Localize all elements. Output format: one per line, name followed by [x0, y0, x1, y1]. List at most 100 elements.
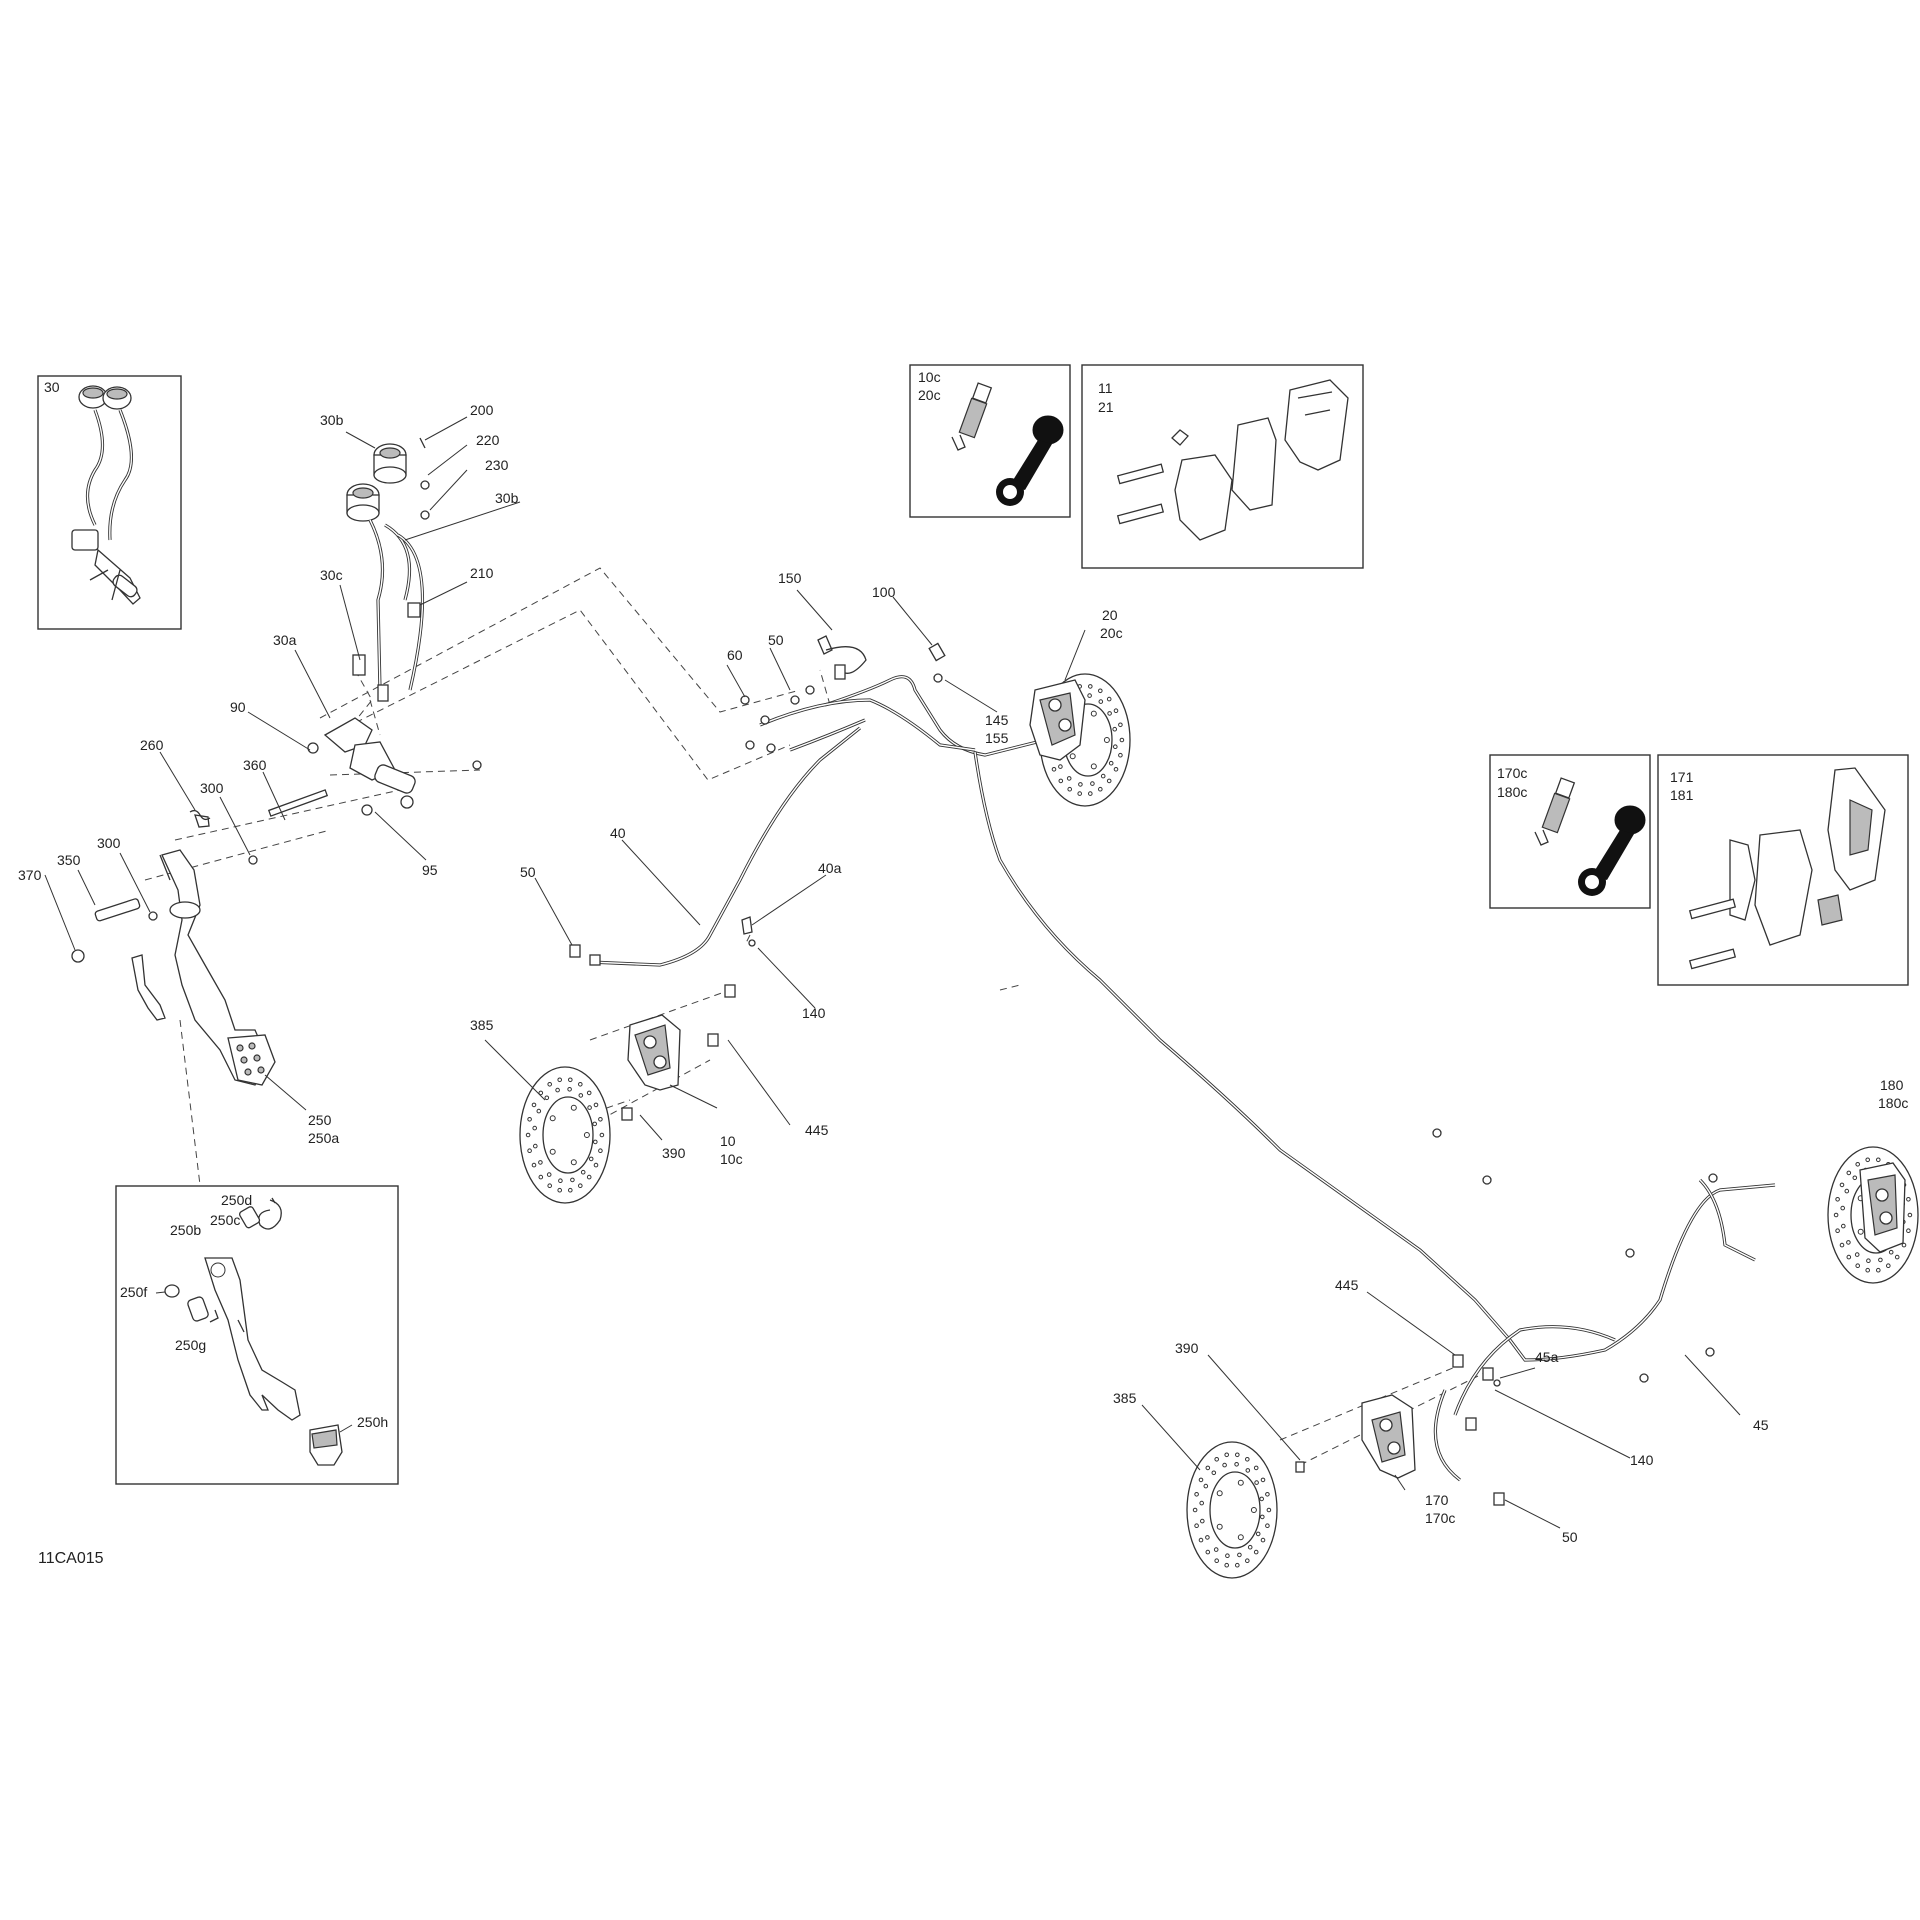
- clip-icon: [748, 939, 756, 947]
- disc-hole: [1077, 791, 1082, 796]
- disc-hole: [1051, 767, 1057, 772]
- disc-hole: [1265, 1492, 1270, 1497]
- callout-11: 11: [1098, 380, 1113, 396]
- disc-hole: [1088, 684, 1093, 689]
- disc-hole: [1235, 1452, 1240, 1458]
- disc-mount-hole: [1090, 710, 1097, 717]
- pivot-bolt-icon: [267, 789, 329, 817]
- disc-hole: [547, 1183, 553, 1188]
- disc-hole: [1200, 1518, 1205, 1524]
- disc-hole: [580, 1169, 586, 1175]
- brake-lines: [589, 675, 1776, 1482]
- return-spring-icon: [258, 1199, 282, 1230]
- disc-hole: [1854, 1252, 1860, 1257]
- washer-icon: [148, 911, 158, 921]
- disc-hole: [1098, 699, 1104, 704]
- callout-50: 50: [520, 864, 536, 880]
- callout-50: 50: [1562, 1529, 1578, 1545]
- brake-caliper-icon: [1361, 1394, 1416, 1479]
- disc-hole: [1839, 1242, 1845, 1248]
- banjo-bolt-icon: [928, 642, 946, 662]
- disc-hole: [598, 1117, 603, 1122]
- disc-hole: [1113, 708, 1119, 714]
- callout-385: 385: [470, 1017, 494, 1033]
- callout-250f: 250f: [120, 1284, 147, 1300]
- disc-mount-hole: [570, 1104, 577, 1111]
- disc-hole: [1199, 1500, 1204, 1506]
- callout-200: 200: [470, 402, 494, 418]
- disc-hole: [538, 1090, 544, 1096]
- callout-170: 170: [1425, 1492, 1449, 1508]
- clip-icon: [1432, 1128, 1442, 1138]
- disc-hole: [1198, 1537, 1204, 1543]
- spring-icon: [194, 814, 210, 828]
- disc-hole: [544, 1095, 550, 1101]
- disc-hole: [538, 1174, 544, 1180]
- disc-hole: [1088, 791, 1093, 796]
- disc-hole: [1214, 1558, 1219, 1563]
- disc-hole: [538, 1160, 543, 1165]
- callout-90: 90: [230, 699, 246, 715]
- callout-390: 390: [662, 1145, 686, 1161]
- disc-hole: [1118, 722, 1123, 728]
- callout-140: 140: [1630, 1452, 1654, 1468]
- brake-line-icon: [741, 916, 753, 935]
- inset-bleeder-rear: 170c 180c: [1489, 754, 1651, 909]
- disc-hole: [531, 1102, 537, 1108]
- callout-30a: 30a: [273, 632, 297, 648]
- brake-caliper-icon: [627, 1014, 681, 1091]
- callout-300: 300: [200, 780, 224, 796]
- disc-mount-hole: [583, 1132, 590, 1138]
- disc-hole: [1835, 1197, 1840, 1202]
- disc-hole: [567, 1087, 572, 1092]
- disc-hole: [1224, 1562, 1229, 1568]
- disc-hole: [1203, 1483, 1209, 1489]
- callout-45: 45: [1753, 1417, 1769, 1433]
- disc-hole: [1090, 781, 1095, 786]
- disc-hole: [1100, 773, 1106, 779]
- disc-hole: [1886, 1263, 1891, 1268]
- disc-hole: [1247, 1544, 1253, 1550]
- disc-hole: [1835, 1228, 1840, 1233]
- disc-mount-hole: [549, 1148, 556, 1155]
- callout-170c: 170c: [1497, 765, 1527, 781]
- callout-220: 220: [476, 432, 500, 448]
- disc-hole: [1058, 764, 1063, 769]
- diagram-code: 11CA015: [38, 1550, 104, 1567]
- disc-hole: [1078, 782, 1083, 787]
- clip-icon: [766, 743, 776, 753]
- disc-hole: [1235, 1562, 1240, 1568]
- callout-250b: 250b: [170, 1222, 201, 1238]
- callout-10c: 10c: [720, 1151, 743, 1167]
- callout-250g: 250g: [175, 1337, 206, 1353]
- disc-hole: [558, 1178, 563, 1183]
- disc-hole: [586, 1174, 592, 1180]
- disc-hole: [546, 1172, 552, 1177]
- brake-pad-icon: [1116, 379, 1349, 541]
- disc-hole: [1119, 737, 1125, 743]
- disc-hole: [1254, 1480, 1259, 1485]
- clip-icon: [1705, 1347, 1715, 1357]
- washer-icon: [933, 673, 943, 683]
- disc-hole: [1205, 1465, 1211, 1471]
- banjo-bolt-icon: [569, 944, 581, 958]
- fittings: [569, 635, 1718, 1506]
- callout-250: 250: [308, 1112, 332, 1128]
- disc-hole: [1266, 1507, 1272, 1513]
- callout-30c: 30c: [320, 567, 343, 583]
- disc-hole: [1855, 1263, 1860, 1268]
- bleeder-cap-icon: [1578, 805, 1646, 896]
- callout-150: 150: [778, 570, 802, 586]
- callout-250a: 250a: [308, 1130, 339, 1146]
- disc-hole: [592, 1121, 598, 1127]
- bleeder-screw-icon: [951, 382, 993, 451]
- clip-icon: [745, 740, 755, 750]
- master-cylinder-icon: [307, 717, 482, 816]
- disc-hole: [1876, 1267, 1881, 1273]
- callout-250c: 250c: [210, 1212, 240, 1228]
- disc-mount-hole: [1237, 1479, 1244, 1486]
- disc-mount-hole: [570, 1159, 577, 1166]
- disc-hole: [527, 1148, 532, 1153]
- callout-170c: 170c: [1425, 1510, 1455, 1526]
- fitting-icon: [589, 954, 601, 966]
